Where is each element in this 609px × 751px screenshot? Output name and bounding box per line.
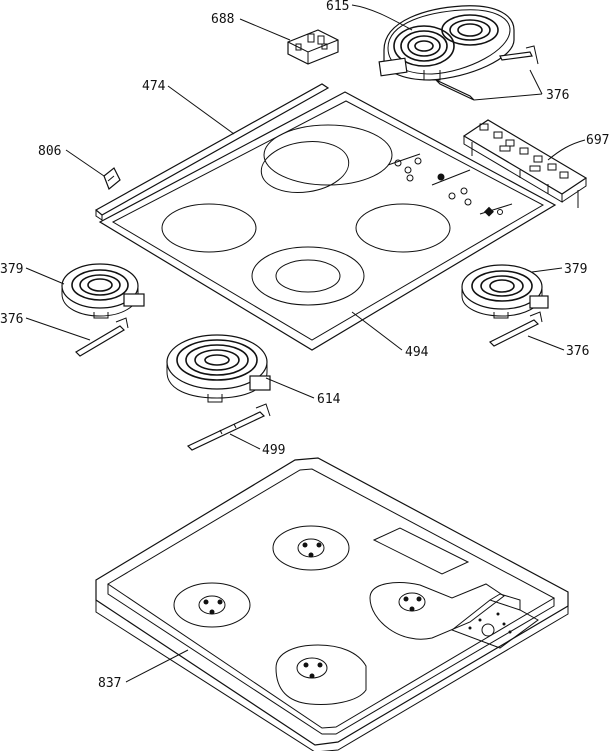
callout-379-right: 379 [564,262,587,277]
cooking-zone-right [355,203,451,253]
callout-806: 806 [38,144,61,159]
front-trim-strip [94,83,330,221]
tray-recess [372,527,470,575]
tray-well-front [275,644,367,705]
callout-688: 688 [211,12,234,27]
tray-control-area [450,593,539,649]
thermostat-rod-left [75,317,129,357]
callout-376-top: 376 [546,88,569,103]
callout-376-left: 376 [0,312,23,327]
heater-coil [393,14,499,67]
tray-well-right [369,582,505,640]
callout-376-right: 376 [566,344,589,359]
terminal-block [287,29,339,65]
tray-well-rear [272,525,350,571]
thermostat-rod-top [435,45,539,101]
callout-494: 494 [405,345,429,360]
callout-837: 837 [98,676,121,691]
tray-well-left [173,582,251,628]
heater-coil [71,269,129,301]
cooking-zone-rear-right-dual [260,124,393,194]
callout-615: 615 [326,0,349,14]
electronic-control-module [462,119,588,208]
callout-697: 697 [586,133,609,148]
callout-614: 614 [317,392,341,407]
mounting-clip [103,167,121,190]
support-tray [95,457,569,751]
cooking-zone-left [161,203,257,253]
leader-lines [25,4,586,683]
cooking-zone-front-dual [251,246,365,306]
heater-coil [176,339,258,381]
callout-474: 474 [142,79,166,94]
radiant-heater-front [166,334,271,403]
thermostat-rod-front [186,403,271,451]
thermostat-rod-right [488,311,543,347]
oval-dual-radiant-heater [378,5,515,81]
radiant-heater-left [61,263,145,319]
heater-coil [471,270,533,302]
callout-379-left: 379 [0,262,23,277]
glass-ceramic-top [98,91,557,351]
callout-499: 499 [262,443,285,458]
control-panel-printing [387,153,513,217]
radiant-heater-right [461,264,549,319]
callout-labels: 688 615 474 376 697 806 379 379 376 376 … [0,0,609,691]
